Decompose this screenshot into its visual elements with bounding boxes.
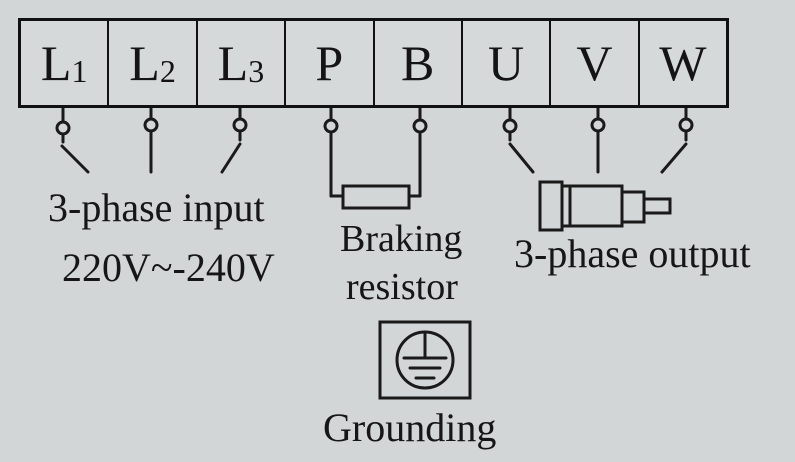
u-switch-line	[508, 142, 535, 174]
l3-screw-icon	[232, 117, 248, 133]
l3-switch-line	[220, 142, 242, 174]
grounding-label: Grounding	[323, 405, 497, 450]
u-screw-icon	[502, 118, 518, 134]
terminal-v: V	[551, 21, 640, 105]
l1-screw-icon	[55, 120, 71, 136]
terminal-u: U	[463, 21, 552, 105]
terminal-subscript: 1	[71, 53, 88, 89]
p-screw-icon	[323, 118, 339, 134]
terminal-b: B	[375, 21, 463, 105]
terminal-letter: P	[315, 35, 344, 91]
output-title: 3-phase output	[514, 231, 751, 276]
terminal-letter: L	[40, 35, 72, 91]
terminal-letter: L	[217, 35, 249, 91]
w-switch-line	[660, 142, 688, 174]
terminal-letter: W	[659, 35, 707, 91]
v-screw-icon	[590, 117, 606, 133]
terminal-subscript: 2	[159, 53, 176, 89]
input-title: 3-phase input	[48, 185, 265, 230]
terminal-subscript: 3	[248, 53, 265, 89]
terminal-w: W	[640, 21, 726, 105]
terminal-letter: U	[488, 35, 525, 91]
w-screw-icon	[678, 117, 694, 133]
l2-screw-icon	[143, 117, 159, 133]
input-voltage-range: 220V~-240V	[62, 245, 275, 290]
terminal-letter: L	[129, 35, 160, 91]
ground-symbol-icon	[378, 320, 472, 400]
resistor-icon	[341, 184, 411, 210]
b-screw-icon	[412, 118, 428, 134]
terminal-letter: B	[401, 35, 435, 91]
l1-switch-line	[60, 144, 90, 174]
braking-label-line1: Braking	[340, 218, 463, 260]
braking-label-line2: resistor	[346, 266, 458, 308]
terminal-letter: V	[576, 35, 613, 91]
motor-icon	[538, 180, 672, 232]
terminal-p: P	[286, 21, 375, 105]
